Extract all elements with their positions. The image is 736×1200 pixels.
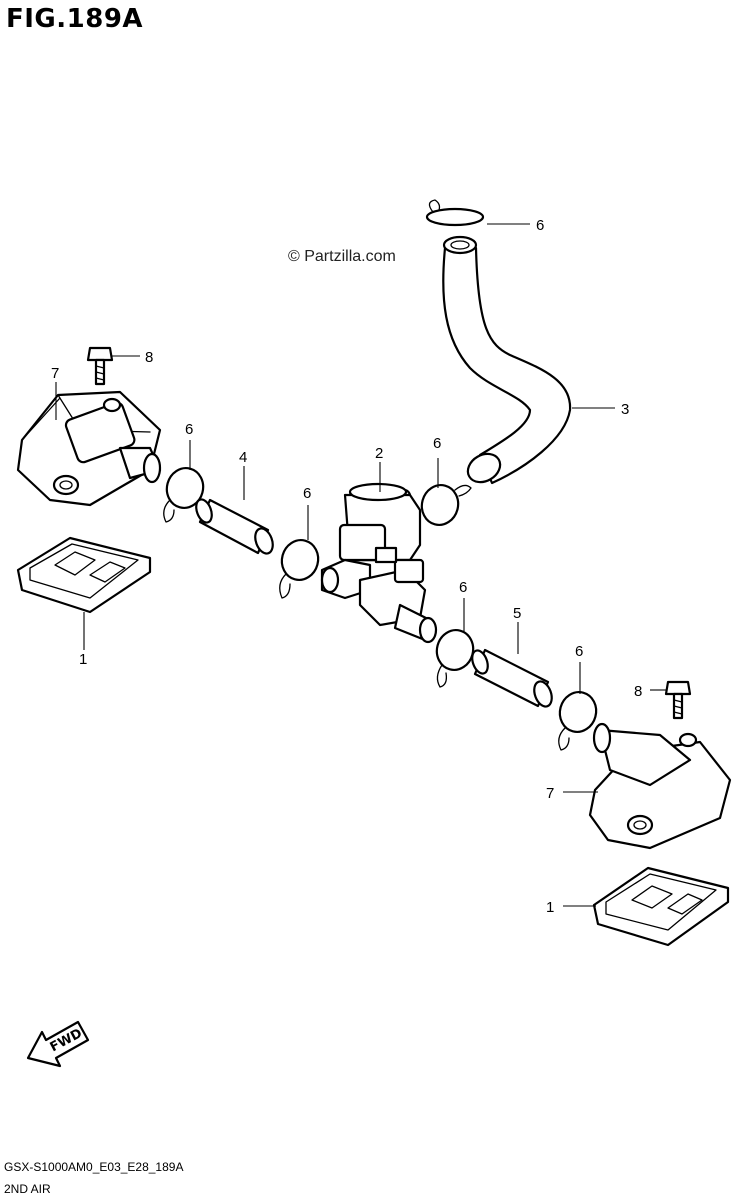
section-name: 2ND AIR — [4, 1182, 51, 1196]
watermark: © Partzilla.com — [288, 248, 396, 265]
callout-6-center: 6 — [433, 435, 441, 452]
clamp-part-6-mid — [279, 539, 320, 599]
callout-leader-lines — [55, 223, 666, 907]
hose-part-5 — [471, 648, 553, 708]
callout-6-right: 6 — [575, 643, 583, 660]
callout-8-left: 8 — [145, 349, 153, 366]
callout-4: 4 — [239, 449, 247, 466]
callout-6-mid: 6 — [303, 485, 311, 502]
clamp-part-6-center — [420, 484, 472, 526]
callout-7-left: 7 — [51, 365, 59, 382]
callout-8-right: 8 — [634, 683, 642, 700]
clamp-part-6-right — [558, 691, 598, 751]
callout-7-right: 7 — [546, 785, 554, 802]
callout-6-lower: 6 — [459, 579, 467, 596]
callout-1-right: 1 — [546, 899, 554, 916]
hose-part-4 — [195, 498, 274, 555]
callout-5: 5 — [513, 605, 521, 622]
reed-valve-cover-part-7-right — [588, 722, 732, 850]
bolt-part-8-left — [86, 346, 114, 386]
clamp-part-6-lower — [435, 629, 475, 688]
figure-title: FIG.189A — [6, 4, 144, 34]
reed-valve-part-1-left — [16, 536, 152, 614]
reed-valve-part-1-right — [592, 866, 730, 947]
callout-6-left: 6 — [185, 421, 193, 438]
model-code: GSX-S1000AM0_E03_E28_189A — [4, 1160, 184, 1174]
callout-6-top: 6 — [536, 217, 544, 234]
callout-1-left: 1 — [79, 651, 87, 668]
reed-valve-cover-part-7-left — [16, 390, 162, 507]
bolt-part-8-right — [664, 680, 692, 720]
clamp-part-6-top — [425, 199, 485, 227]
forward-direction-arrow-icon: FWD — [26, 1020, 90, 1068]
hose-part-3 — [442, 235, 572, 485]
callout-2: 2 — [375, 445, 383, 462]
callout-3: 3 — [621, 401, 629, 418]
air-control-valve-part-2 — [320, 482, 438, 644]
callout-numbers: 6 3 2 6 6 4 6 7 8 1 6 5 6 8 7 1 — [51, 217, 642, 916]
